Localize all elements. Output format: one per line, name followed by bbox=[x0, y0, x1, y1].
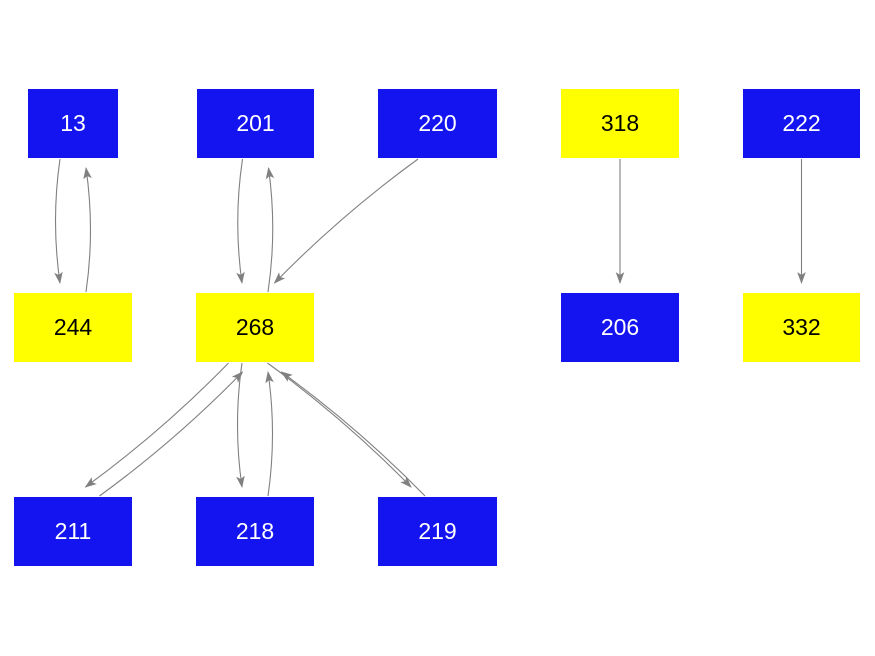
graph-node-218[interactable]: 218 bbox=[196, 497, 314, 566]
graph-node-label: 13 bbox=[60, 110, 86, 136]
graph-edge-268-to-219 bbox=[267, 362, 412, 488]
graph-node-label: 222 bbox=[782, 110, 821, 136]
graph-node-label: 211 bbox=[54, 518, 92, 544]
graph-node-label: 201 bbox=[236, 110, 275, 136]
graph-edge-268-to-218 bbox=[236, 362, 245, 488]
graph-node-219[interactable]: 219 bbox=[378, 497, 497, 566]
graph-node-222[interactable]: 222 bbox=[743, 89, 860, 158]
graph-node-label: 244 bbox=[53, 314, 93, 340]
graph-node-220[interactable]: 220 bbox=[378, 89, 497, 158]
graph-node-label: 220 bbox=[418, 110, 457, 136]
graph-node-211[interactable]: 211 bbox=[14, 497, 132, 566]
graph-node-206[interactable]: 206 bbox=[561, 293, 679, 362]
graph-edge-268-to-211 bbox=[84, 362, 229, 488]
graph-node-label: 219 bbox=[418, 518, 457, 544]
graph-node-332[interactable]: 332 bbox=[743, 293, 860, 362]
graph-node-label: 268 bbox=[235, 314, 275, 340]
graph-edge-268-to-201 bbox=[265, 167, 275, 293]
graph-node-label: 218 bbox=[235, 518, 275, 544]
graph-edge-219-to-268 bbox=[280, 371, 426, 497]
graph-edge-218-to-268 bbox=[265, 371, 274, 497]
graph-edge-220-to-268 bbox=[273, 158, 419, 284]
graph-node-318[interactable]: 318 bbox=[561, 89, 679, 158]
graph-edge-201-to-268 bbox=[236, 158, 245, 284]
graph-edge-211-to-268 bbox=[99, 371, 244, 497]
graph-node-268[interactable]: 268 bbox=[196, 293, 314, 362]
graph-edge-244-to-13 bbox=[83, 167, 92, 293]
graph-node-label: 206 bbox=[600, 314, 640, 340]
graph-edge-13-to-244 bbox=[54, 158, 63, 284]
graph-node-13[interactable]: 13 bbox=[28, 89, 118, 158]
graph-node-label: 332 bbox=[782, 314, 821, 340]
graph-node-label: 318 bbox=[600, 110, 640, 136]
graph-node-201[interactable]: 201 bbox=[197, 89, 314, 158]
graph-node-244[interactable]: 244 bbox=[14, 293, 132, 362]
